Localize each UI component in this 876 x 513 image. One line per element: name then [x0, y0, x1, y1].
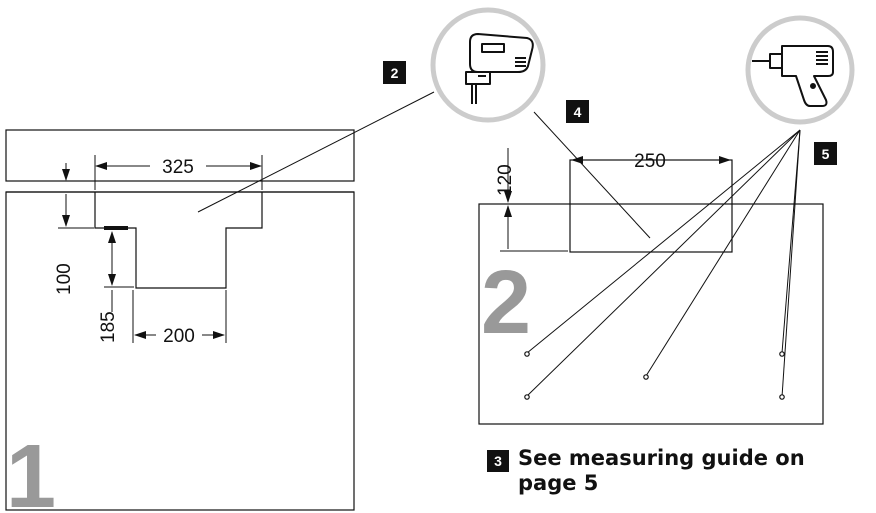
- drill-hole: [643, 374, 649, 380]
- dimension-label-200: 200: [163, 326, 195, 347]
- leader-line-cutout: [533, 111, 651, 239]
- dimension-label-120: 120: [495, 164, 516, 196]
- callout-badge-drill: 5: [814, 142, 837, 165]
- panel-1-cutout-outline: [94, 192, 263, 289]
- drill-leader-lines: [526, 129, 801, 398]
- jigsaw-icon: [430, 7, 546, 123]
- callout-badge-cutout: 4: [566, 100, 589, 123]
- drill-hole: [524, 351, 530, 357]
- panel-2-board: [478, 203, 824, 425]
- svg-text:4: 4: [574, 104, 582, 120]
- dimension-120: [500, 148, 568, 252]
- panel-1: [5, 129, 355, 511]
- leader-line-jigsaw: [197, 91, 435, 213]
- svg-text:2: 2: [391, 65, 399, 81]
- dimension-label-325: 325: [162, 157, 194, 178]
- dimension-100: [58, 163, 94, 229]
- dimension-label-250: 250: [634, 151, 666, 172]
- svg-text:5: 5: [822, 146, 830, 162]
- dimension-325: [94, 155, 263, 190]
- dimension-label-100: 100: [54, 263, 75, 295]
- svg-text:3: 3: [494, 453, 502, 469]
- dimension-200: [132, 290, 227, 343]
- dimension-label-185: 185: [98, 311, 119, 343]
- drill-holes: [524, 351, 785, 400]
- panel-1-top-strip: [5, 129, 355, 182]
- drill-hole: [779, 351, 785, 357]
- dimension-185: [104, 231, 134, 312]
- drill-icon: [745, 15, 855, 125]
- measuring-guide-note: See measuring guide on page 5: [518, 446, 805, 495]
- note-badge: 3: [487, 450, 509, 472]
- panel-1-number: 1: [6, 427, 56, 513]
- panel-1-board: [5, 191, 355, 511]
- drill-hole: [524, 394, 530, 400]
- callout-badge-jigsaw: 2: [383, 61, 406, 84]
- panel-2-number: 2: [481, 253, 531, 353]
- drill-hole: [779, 394, 785, 400]
